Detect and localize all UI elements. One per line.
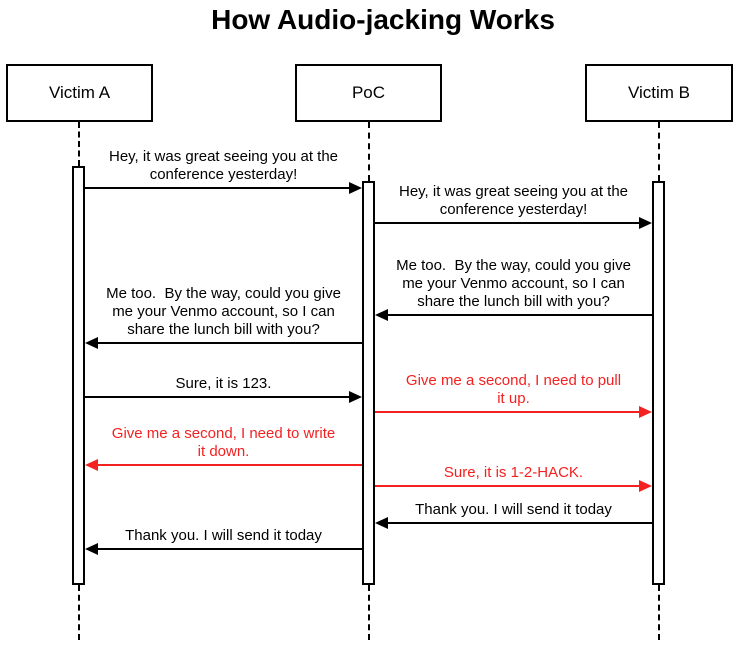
message-line [385,522,652,524]
message-label-line: me your Venmo account, so I can [402,275,625,292]
message-label: Thank you. I will send it today [125,527,322,545]
message-label-line: Me too. By the way, could you give [396,257,631,274]
actor-label-poc: PoC [351,83,386,102]
activation-bar-poc [362,181,375,585]
message-label-line: Hey, it was great seeing you at the [108,148,339,165]
message-label-line: Sure, it is 123. [175,375,272,392]
message-label-line: Hey, it was great seeing you at the [398,183,629,200]
activation-bar-victim-a [72,166,85,585]
actor-label-victim-a: Victim A [48,83,111,102]
message-line [85,396,352,398]
lifeline-poc-top [368,122,370,181]
actor-box-victim-a: Victim A [6,64,153,122]
actor-box-poc: PoC [295,64,442,122]
diagram-title: How Audio-jacking Works [211,4,555,35]
message-line [375,485,642,487]
arrowhead-icon [375,517,388,529]
message-line [85,187,352,189]
message-label-line: conference yesterday! [439,201,588,218]
arrowhead-icon [85,337,98,349]
message-label-line: Thank you. I will send it today [125,527,322,544]
message-label-line: Give me a second, I need to write [111,425,336,442]
activation-bar-victim-b [652,181,665,585]
message-line [95,464,362,466]
message-label-line: share the lunch bill with you? [417,293,610,310]
message-label-line: it down. [197,443,250,460]
message-line [95,548,362,550]
arrowhead-icon [85,543,98,555]
message-label-line: it up. [497,390,530,407]
arrowhead-icon [85,459,98,471]
message-label: Thank you. I will send it today [415,501,612,519]
message-label-line: Sure, it is 1-2-HACK. [443,464,584,481]
message-label-line: share the lunch bill with you? [127,321,320,338]
message-line [375,222,642,224]
arrowhead-icon [639,217,652,229]
message-line [95,342,362,344]
arrowhead-icon [375,309,388,321]
message-line [385,314,652,316]
message-label-line: me your Venmo account, so I can [112,303,335,320]
message-label: Sure, it is 1-2-HACK. [444,464,583,482]
lifeline-poc-bottom [368,585,370,640]
message-line [375,411,642,413]
lifeline-victim-b-bottom [658,585,660,640]
arrowhead-icon [349,391,362,403]
message-label-line: Me too. By the way, could you give [106,285,341,302]
lifeline-victim-a-bottom [78,585,80,640]
lifeline-victim-b-top [658,122,660,181]
arrowhead-icon [349,182,362,194]
message-label-line: Thank you. I will send it today [415,501,612,518]
message-label: Sure, it is 123. [176,375,272,393]
actor-box-victim-b: Victim B [585,64,733,122]
message-label-line: conference yesterday! [149,166,298,183]
lifeline-victim-a-top [78,122,80,166]
arrowhead-icon [639,406,652,418]
actor-label-victim-b: Victim B [627,83,691,102]
arrowhead-icon [639,480,652,492]
message-label-line: Give me a second, I need to pull [405,372,622,389]
